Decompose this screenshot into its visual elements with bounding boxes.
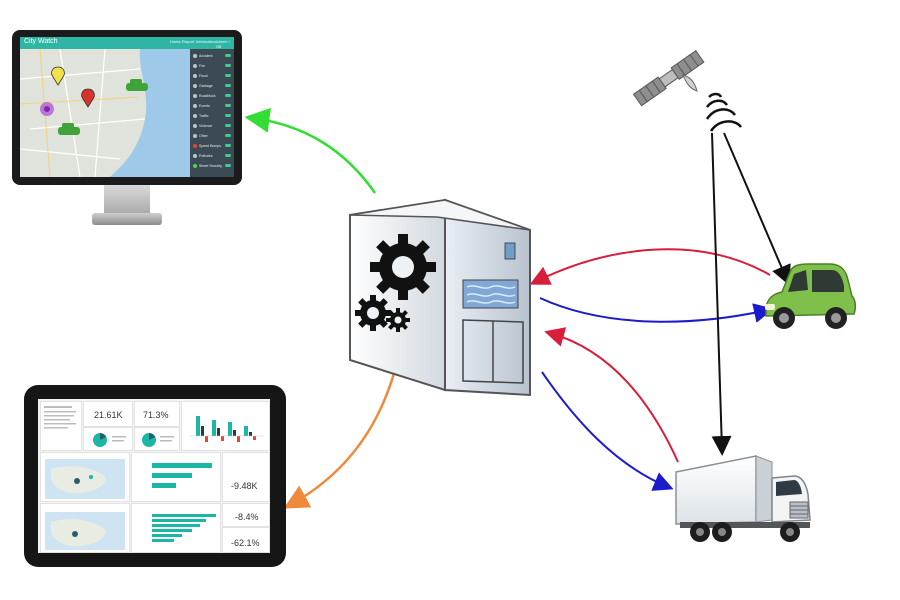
dashboard-tile-kpi-2: 71.3% — [134, 401, 180, 427]
city-watch-sidebar: Accident Fire Flood Garbage Roadblock Ev… — [190, 49, 234, 177]
truck-to-server-arrow — [544, 327, 679, 463]
kpi-value-1: 21.61K — [94, 410, 123, 420]
satellite-icon — [632, 49, 742, 132]
dashboard-tile-map-1 — [40, 452, 130, 502]
app-title: City Watch — [24, 38, 58, 45]
kpi-value-4: -8.4% — [235, 512, 259, 522]
kpi-value-3: -9.48K — [231, 481, 258, 491]
monitor-stand — [104, 185, 150, 215]
server-to-car-arrow — [539, 297, 774, 323]
map-pins — [40, 66, 95, 116]
car-to-server-arrow — [529, 248, 771, 285]
nav-home: Home — [170, 39, 181, 44]
dashboard-tile-kpi-4: -8.4% — [222, 503, 270, 527]
server-to-truck-arrow — [541, 371, 674, 491]
sidebar-item-roadblock[interactable]: Roadblock — [193, 93, 231, 100]
analytics-dashboard: 21.61K 71.3% -9.48K — [38, 399, 270, 553]
city-watch-screen: City Watch Home Report Information Admin… — [20, 37, 234, 177]
truck-icon — [675, 455, 811, 542]
sidebar-item-potholes[interactable]: Potholes — [193, 153, 231, 160]
tablet-icon: 21.61K 71.3% -9.48K — [24, 385, 286, 567]
server-to-tablet-arrow — [283, 369, 397, 509]
city-watch-header: City Watch Home Report Information Admin… — [20, 37, 234, 49]
dashboard-tile-kpi-5: -62.1% — [222, 527, 270, 553]
monitor-base — [92, 213, 162, 225]
dashboard-tile-kpi-1: 21.61K — [83, 401, 133, 427]
sidebar-item-accident[interactable]: Accident — [193, 53, 231, 60]
sidebar-item-violence[interactable]: Violence — [193, 123, 231, 130]
sidebar-item-garbage[interactable]: Garbage — [193, 83, 231, 90]
dashboard-tile-map-2 — [40, 503, 130, 553]
monitor-icon: City Watch Home Report Information Admin… — [12, 30, 242, 230]
nav-report: Report — [182, 39, 195, 44]
sidebar-item-speed-bumps[interactable]: Speed Bumps — [193, 143, 231, 150]
dashboard-tile-pie-2 — [134, 427, 180, 451]
sidebar-item-events[interactable]: Events — [193, 103, 231, 110]
nav-information: Information — [196, 39, 217, 44]
sidebar-item-flood[interactable]: Flood — [193, 73, 231, 80]
server-icon — [349, 198, 531, 397]
satellite-to-truck-arrow — [711, 132, 732, 456]
signal-waves-icon — [705, 92, 742, 132]
dashboard-tile-text — [40, 401, 82, 451]
server-to-monitor-arrow — [244, 107, 377, 194]
dashboard-tile-bar-chart-2 — [131, 503, 221, 553]
dashboard-tile-pie-1 — [83, 427, 133, 451]
dashboard-tile-kpi-3: -9.48K — [222, 452, 270, 502]
car-icon — [765, 263, 857, 329]
dashboard-tile-column-chart — [181, 401, 270, 451]
satellite-to-car-arrow — [723, 132, 791, 286]
kpi-value-5: -62.1% — [231, 538, 260, 548]
kpi-value-2: 71.3% — [143, 410, 169, 420]
dashboard-tile-bar-chart-1 — [131, 452, 221, 502]
gears-icon — [355, 234, 436, 332]
nav-admin: Admin / Off — [216, 39, 230, 49]
map-cars — [58, 79, 148, 135]
sidebar-item-fire[interactable]: Fire — [193, 63, 231, 70]
city-map — [20, 48, 190, 177]
sidebar-item-traffic[interactable]: Traffic — [193, 113, 231, 120]
monitor-bezel: City Watch Home Report Information Admin… — [12, 30, 242, 185]
sidebar-item-other[interactable]: Other — [193, 133, 231, 140]
sidebar-item-street-security[interactable]: Street Security — [193, 163, 231, 170]
